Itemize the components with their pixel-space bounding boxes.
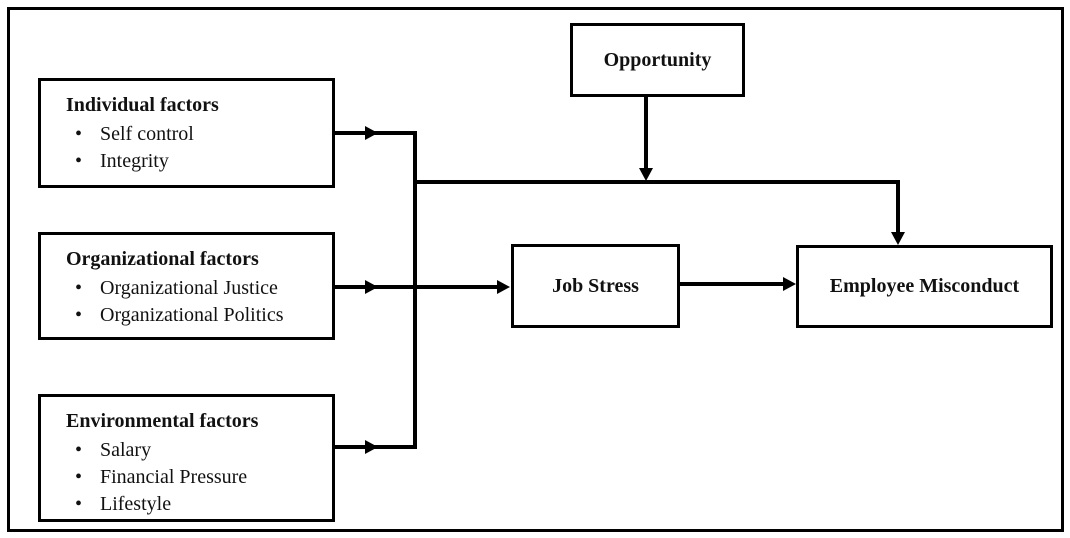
arrowhead-right-organizational (365, 280, 378, 294)
bullet-icon (75, 302, 100, 329)
individual-item-self-control: Self control (100, 123, 194, 145)
bullet-icon (75, 437, 100, 464)
box-opportunity: Opportunity (570, 23, 745, 97)
opportunity-label: Opportunity (603, 48, 712, 71)
arrowhead-right-individual (365, 126, 378, 140)
organizational-item-politics: Organizational Politics (100, 304, 284, 326)
organizational-item-justice: Organizational Justice (100, 277, 278, 299)
organizational-factors-title: Organizational factors (66, 248, 259, 270)
bullet-icon (75, 148, 100, 175)
environmental-item-lifestyle: Lifestyle (100, 493, 172, 515)
box-environmental-factors: Environmental factors Salary Financial P… (38, 394, 335, 522)
individual-item-integrity: Integrity (100, 150, 169, 172)
environmental-factors-title: Environmental factors (66, 410, 259, 432)
list-item: Integrity (41, 148, 332, 175)
environmental-item-financial-pressure: Financial Pressure (100, 466, 248, 488)
list-item: Organizational Politics (41, 302, 332, 329)
list-item: Lifestyle (41, 491, 332, 518)
direct-effect-horizontal-line (413, 180, 900, 184)
connector-organizational-to-jobstress (334, 285, 500, 289)
moderator-opportunity-line (644, 95, 648, 169)
individual-factors-title: Individual factors (66, 94, 219, 116)
box-job-stress: Job Stress (511, 244, 680, 328)
box-individual-factors: Individual factors Self control Integrit… (38, 78, 335, 188)
list-item: Self control (41, 121, 332, 148)
collector-vertical-line (413, 131, 417, 449)
connector-jobstress-to-misconduct (680, 282, 784, 286)
arrowhead-right-environmental (365, 440, 378, 454)
bullet-icon (75, 464, 100, 491)
box-employee-misconduct: Employee Misconduct (796, 245, 1053, 328)
arrowhead-right-into-jobstress (497, 280, 510, 294)
list-item: Financial Pressure (41, 464, 332, 491)
job-stress-label: Job Stress (552, 274, 639, 297)
employee-misconduct-label: Employee Misconduct (829, 275, 1020, 297)
arrowhead-down-into-misconduct (891, 232, 905, 245)
box-organizational-factors: Organizational factors Organizational Ju… (38, 232, 335, 340)
environmental-item-salary: Salary (100, 439, 152, 461)
bullet-icon (75, 491, 100, 518)
arrowhead-right-into-misconduct (783, 277, 796, 291)
bullet-icon (75, 275, 100, 302)
list-item: Salary (41, 437, 332, 464)
bullet-icon (75, 121, 100, 148)
list-item: Organizational Justice (41, 275, 332, 302)
arrowhead-down-opportunity (639, 168, 653, 181)
direct-effect-vertical-line (896, 180, 900, 232)
